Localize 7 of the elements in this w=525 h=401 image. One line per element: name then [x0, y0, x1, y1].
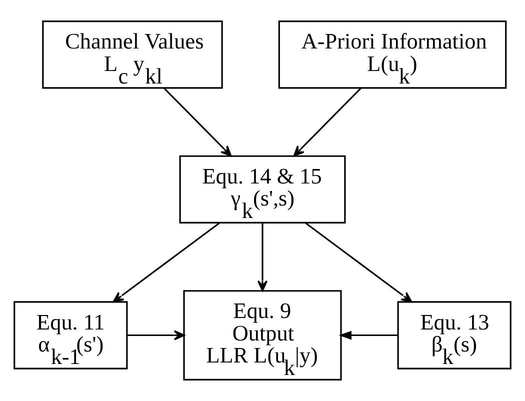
arrow	[305, 222, 412, 303]
arrow	[293, 88, 362, 157]
arrow	[163, 88, 232, 157]
arrow	[338, 330, 398, 340]
arrow	[128, 330, 185, 340]
arrow	[112, 222, 220, 303]
arrow	[257, 223, 268, 292]
